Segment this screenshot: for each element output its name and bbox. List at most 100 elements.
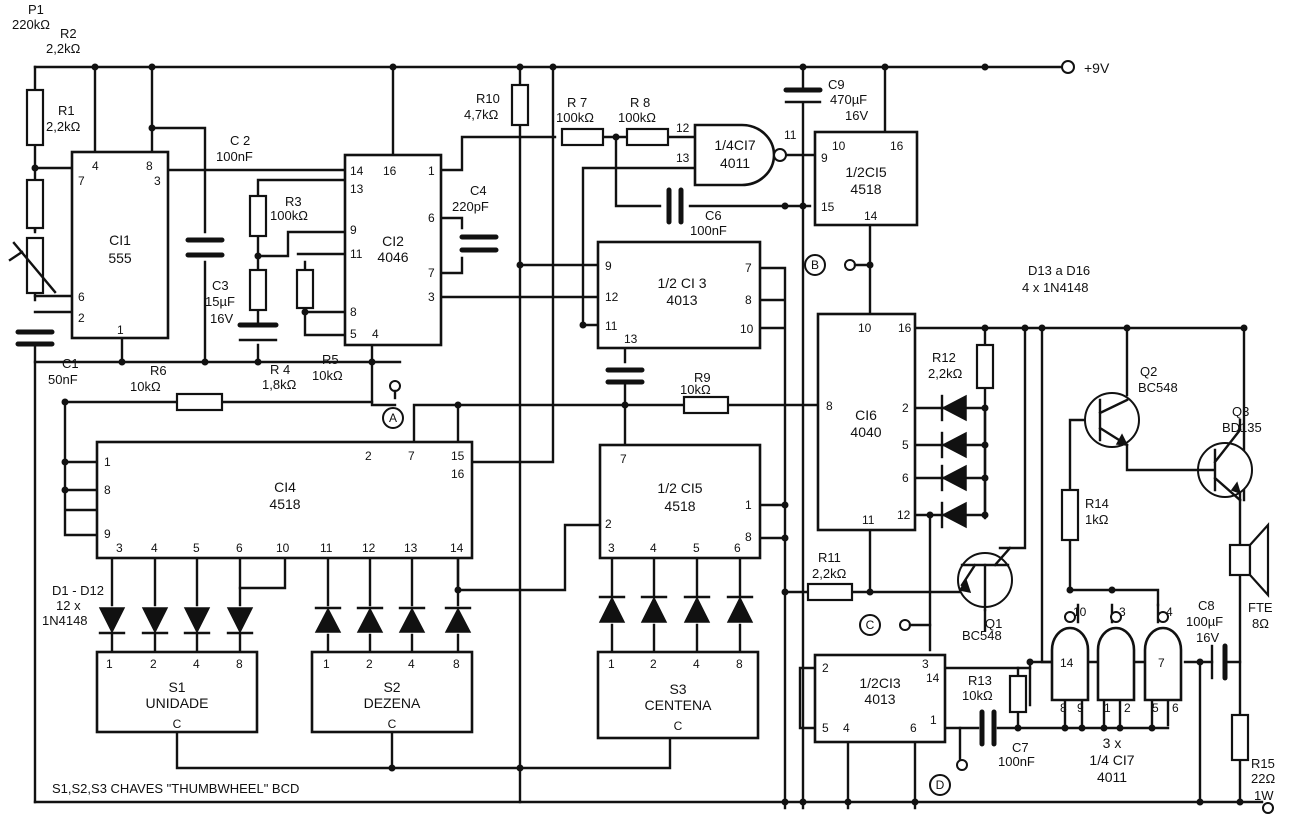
svg-text:2: 2	[605, 517, 612, 531]
svg-text:220pF: 220pF	[452, 199, 489, 214]
svg-text:13: 13	[676, 151, 690, 165]
svg-text:11: 11	[784, 128, 797, 142]
svg-text:4,7kΩ: 4,7kΩ	[464, 107, 499, 122]
svg-text:8Ω: 8Ω	[1252, 616, 1269, 631]
svg-text:16: 16	[890, 139, 904, 153]
svg-text:1/4 CI7: 1/4 CI7	[1089, 752, 1134, 768]
svg-text:4: 4	[693, 657, 700, 671]
svg-text:4: 4	[1166, 605, 1173, 619]
svg-text:1: 1	[930, 713, 937, 727]
svg-text:6: 6	[78, 290, 85, 304]
svg-text:14: 14	[350, 164, 364, 178]
svg-text:4013: 4013	[864, 691, 895, 707]
svg-text:1kΩ: 1kΩ	[1085, 512, 1109, 527]
svg-text:4: 4	[92, 159, 99, 173]
svg-text:4013: 4013	[666, 292, 697, 308]
svg-text:16V: 16V	[210, 311, 233, 326]
svg-text:8: 8	[745, 530, 752, 544]
svg-text:2,2kΩ: 2,2kΩ	[928, 366, 963, 381]
svg-text:555: 555	[108, 250, 132, 266]
svg-text:3: 3	[428, 290, 435, 304]
svg-text:8: 8	[1060, 701, 1067, 715]
transistor-q3	[1197, 428, 1253, 502]
wiring	[33, 65, 1264, 810]
svg-text:1: 1	[428, 164, 435, 178]
svg-text:10: 10	[740, 322, 754, 336]
ground-terminal	[1262, 802, 1274, 814]
svg-text:1: 1	[117, 323, 124, 337]
svg-text:8: 8	[453, 657, 460, 671]
svg-text:6: 6	[236, 541, 243, 555]
svg-text:1: 1	[323, 657, 330, 671]
svg-text:S1,S2,S3 CHAVES "THUMBWHEEL" B: S1,S2,S3 CHAVES "THUMBWHEEL" BCD	[52, 781, 299, 796]
svg-text:7: 7	[1158, 656, 1165, 670]
svg-text:12: 12	[605, 290, 619, 304]
svg-text:4: 4	[408, 657, 415, 671]
svg-text:2: 2	[1124, 701, 1131, 715]
svg-text:4: 4	[151, 541, 158, 555]
component-labels: P1 220kΩ R2 2,2kΩ R1 2,2kΩ C 2 100nF C3 …	[12, 2, 1275, 803]
svg-text:7: 7	[78, 174, 85, 188]
svg-text:C: C	[173, 717, 182, 731]
svg-text:2,2kΩ: 2,2kΩ	[46, 41, 81, 56]
svg-text:12: 12	[676, 121, 690, 135]
svg-text:1/2 CI 3: 1/2 CI 3	[657, 275, 706, 291]
svg-text:16: 16	[898, 321, 912, 335]
svg-text:5: 5	[822, 721, 829, 735]
svg-text:+9V: +9V	[1084, 60, 1110, 76]
svg-text:C8: C8	[1198, 598, 1215, 613]
svg-text:1: 1	[745, 498, 752, 512]
svg-text:1: 1	[608, 657, 615, 671]
svg-text:A: A	[389, 411, 397, 425]
svg-text:S1: S1	[168, 679, 185, 695]
svg-text:5: 5	[902, 438, 909, 452]
svg-text:2: 2	[78, 311, 85, 325]
svg-text:Q3: Q3	[1232, 404, 1249, 419]
svg-text:4518: 4518	[664, 498, 695, 514]
svg-text:R15: R15	[1251, 756, 1275, 771]
svg-text:BC548: BC548	[962, 628, 1002, 643]
svg-text:1: 1	[106, 657, 113, 671]
svg-text:14: 14	[1060, 656, 1074, 670]
svg-text:100µF: 100µF	[1186, 614, 1223, 629]
svg-text:R10: R10	[476, 91, 500, 106]
test-point-d: D	[929, 759, 968, 796]
resistors	[8, 83, 1250, 762]
svg-text:3: 3	[1119, 605, 1126, 619]
svg-text:B: B	[811, 258, 819, 272]
svg-text:470µF: 470µF	[830, 92, 867, 107]
svg-text:Q2: Q2	[1140, 364, 1157, 379]
svg-text:P1: P1	[28, 2, 44, 17]
svg-text:8: 8	[104, 483, 111, 497]
svg-text:7: 7	[428, 266, 435, 280]
svg-text:1/4CI7: 1/4CI7	[714, 137, 755, 153]
svg-text:C1: C1	[62, 356, 79, 371]
svg-text:3: 3	[608, 541, 615, 555]
svg-text:9: 9	[821, 151, 828, 165]
svg-text:13: 13	[404, 541, 418, 555]
svg-text:10: 10	[1073, 605, 1087, 619]
svg-text:22Ω: 22Ω	[1251, 771, 1275, 786]
svg-text:16: 16	[383, 164, 397, 178]
svg-text:12: 12	[362, 541, 376, 555]
transistor-q2	[1084, 392, 1140, 448]
svg-text:3: 3	[922, 657, 929, 671]
svg-text:8: 8	[236, 657, 243, 671]
svg-text:CI2: CI2	[382, 233, 404, 249]
test-point-a: A	[382, 380, 404, 429]
svg-text:50nF: 50nF	[48, 372, 78, 387]
svg-text:2: 2	[650, 657, 657, 671]
diodes-d13-d16	[940, 394, 967, 529]
svg-text:8: 8	[146, 159, 153, 173]
svg-text:4011: 4011	[720, 155, 750, 171]
svg-text:C4: C4	[470, 183, 487, 198]
svg-text:15: 15	[821, 200, 835, 214]
